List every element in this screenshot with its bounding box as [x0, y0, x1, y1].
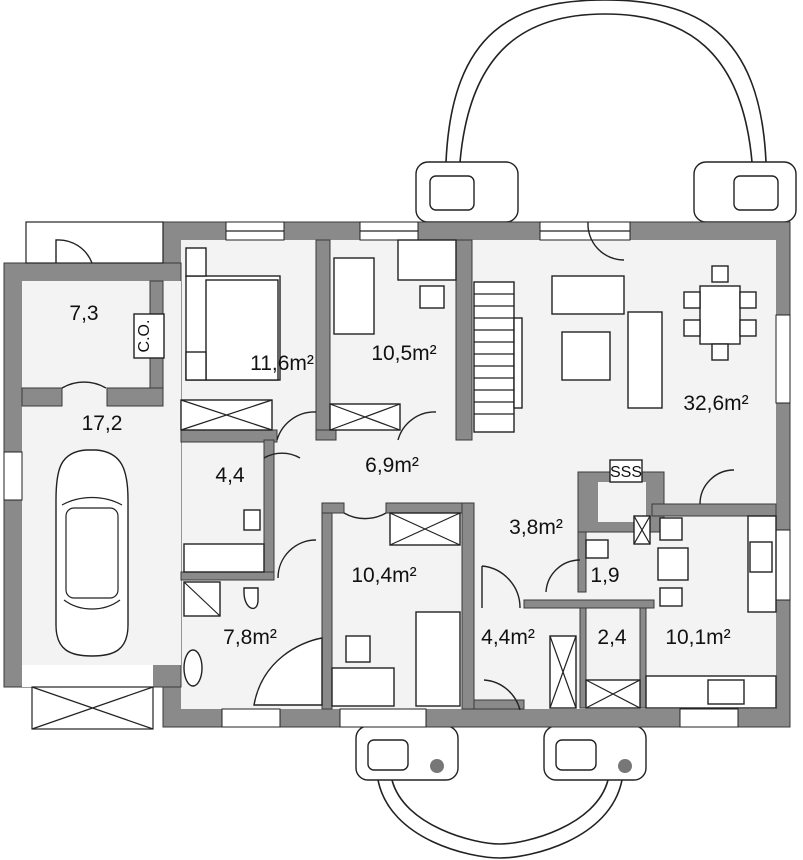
- area-label-living: 32,6m²: [683, 392, 748, 415]
- area-label-pantry: 2,4: [597, 626, 627, 649]
- stairs: [473, 281, 523, 433]
- bedroom-3-furniture: [331, 512, 461, 707]
- area-label-bedroom-1: 11,6m²: [250, 352, 314, 375]
- kitchen-furniture: [645, 515, 777, 709]
- garage-canopy: [25, 221, 164, 264]
- area-label-wc: 4,4: [215, 464, 245, 487]
- toilet-fixtures: [585, 515, 651, 559]
- doors: [55, 221, 735, 711]
- area-label-garage: 17,2: [82, 412, 123, 435]
- windows: [3, 221, 791, 728]
- bedroom-1-furniture: [180, 247, 281, 431]
- area-label-bathroom: 7,8m²: [223, 626, 277, 649]
- boiler-label: C.O.: [136, 320, 153, 353]
- area-label-toilet: 1,9: [590, 564, 619, 587]
- chimney-label: SSS: [610, 464, 642, 481]
- bedroom-2-furniture: [329, 239, 457, 431]
- rear-bay: [415, 0, 797, 223]
- bathroom-fixtures: [183, 581, 323, 706]
- area-label-entry: 4,4m²: [481, 626, 535, 649]
- area-label-kitchen: 10,1m²: [665, 626, 730, 649]
- front-bay: [355, 725, 647, 859]
- area-label-bedroom-3: 10,4m²: [351, 564, 416, 587]
- chimney: [609, 459, 643, 483]
- pantry-shelving: [549, 635, 641, 709]
- wc-fixtures: [183, 509, 265, 573]
- garage-bottom-canopy: [31, 686, 154, 730]
- interior-walls: [21, 239, 777, 710]
- area-label-hall: 6,9m²: [365, 454, 419, 477]
- area-label-garage-utility: 7,3: [69, 302, 98, 325]
- area-label-vestibule: 3,8m²: [509, 516, 563, 539]
- area-labels: 7,3 17,2 11,6m² 10,5m² 32,6m² 6,9m² 4,4 …: [69, 302, 748, 649]
- car: [55, 449, 129, 657]
- area-label-bedroom-2: 10,5m²: [371, 342, 436, 365]
- living-furniture: [551, 265, 757, 409]
- boiler: [133, 313, 165, 359]
